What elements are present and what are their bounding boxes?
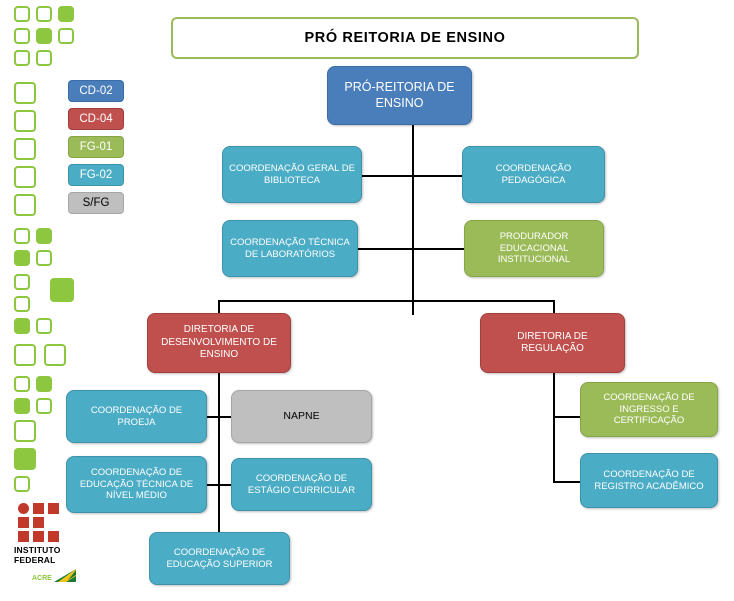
page-title: PRÓ REITORIA DE ENSINO	[171, 17, 639, 59]
node-label: PRÓ-REITORIA DE ENSINO	[344, 79, 455, 110]
node-label: COORDENAÇÃO DE EDUCAÇÃO TÉCNICA DE NÍVEL…	[79, 466, 194, 502]
legend-item-cd-04: CD-04	[68, 108, 124, 130]
logo-text-line1: INSTITUTO	[14, 545, 61, 555]
connector-row-2	[358, 248, 464, 250]
node-diretoria-de-desenvolvimento-de-ensino[interactable]: DIRETORIA DE DESENVOLVIMENTO DE ENSINO	[147, 313, 291, 373]
connector-right-ingresso	[553, 416, 581, 418]
connector-right-registro	[553, 481, 581, 483]
connector-left-spine	[218, 372, 220, 562]
node-coordenacao-tecnica-de-laboratorios[interactable]: COORDENAÇÃO TÉCNICA DE LABORATÓRIOS	[222, 220, 358, 277]
acre-flag-icon	[54, 569, 76, 582]
connector-directoria-left-drop	[218, 300, 220, 314]
node-label: COORDENAÇÃO GERAL DE BIBLIOTECA	[229, 162, 355, 186]
connector-row-1	[362, 175, 462, 177]
logo-state-label: ACRE	[32, 575, 52, 582]
node-coordenacao-de-educacao-tecnica-de-nivel-medio[interactable]: COORDENAÇÃO DE EDUCAÇÃO TÉCNICA DE NÍVEL…	[66, 456, 207, 513]
legend-label: CD-04	[79, 113, 113, 125]
node-coordenacao-de-educacao-superior[interactable]: COORDENAÇÃO DE EDUCAÇÃO SUPERIOR	[149, 532, 290, 585]
legend-item-s-fg: S/FG	[68, 192, 124, 214]
node-label: COORDENAÇÃO DE PROEJA	[90, 404, 183, 428]
node-label: NAPNE	[283, 409, 320, 422]
node-coordenacao-de-registro-academico[interactable]: COORDENAÇÃO DE REGISTRO ACADÊMICO	[580, 453, 718, 508]
legend-label: FG-02	[79, 169, 113, 181]
instituto-federal-logo: INSTITUTO FEDERAL ACRE	[10, 503, 90, 589]
node-napne[interactable]: NAPNE	[231, 390, 372, 443]
legend-label: FG-01	[79, 141, 113, 153]
node-label: DIRETORIA DE DESENVOLVIMENTO DE ENSINO	[161, 324, 277, 361]
connector-left-tecnica	[206, 484, 234, 486]
logo-text: INSTITUTO FEDERAL	[14, 545, 61, 565]
connector-directoria-right-drop	[553, 300, 555, 314]
connector-trunk-main	[412, 125, 414, 315]
node-pro-reitoria-de-ensino[interactable]: PRÓ-REITORIA DE ENSINO	[327, 66, 472, 125]
connector-right-spine	[553, 372, 555, 482]
legend-item-cd-02: CD-02	[68, 80, 124, 102]
node-label: COORDENAÇÃO DE EDUCAÇÃO SUPERIOR	[166, 546, 273, 570]
node-label: COORDENAÇÃO DE INGRESSO E CERTIFICAÇÃO	[603, 391, 695, 427]
legend-item-fg-01: FG-01	[68, 136, 124, 158]
logo-grid-icon	[18, 503, 62, 543]
logo-text-line2: FEDERAL	[14, 554, 56, 565]
node-coordenacao-de-proeja[interactable]: COORDENAÇÃO DE PROEJA	[66, 390, 207, 443]
node-coordenacao-de-estagio-curricular[interactable]: COORDENAÇÃO DE ESTÁGIO CURRICULAR	[231, 458, 372, 511]
node-label: DIRETORIA DE REGULAÇÃO	[517, 330, 588, 355]
node-label: COORDENAÇÃO PEDAGÓGICA	[495, 162, 572, 186]
legend-item-fg-02: FG-02	[68, 164, 124, 186]
legend-label: CD-02	[79, 85, 113, 97]
node-coordenacao-de-ingresso-e-certificacao[interactable]: COORDENAÇÃO DE INGRESSO E CERTIFICAÇÃO	[580, 382, 718, 437]
node-produrador-educacional-institucional[interactable]: PRODURADOR EDUCACIONAL INSTITUCIONAL	[464, 220, 604, 277]
node-label: COORDENAÇÃO DE REGISTRO ACADÊMICO	[594, 468, 704, 492]
node-label: COORDENAÇÃO TÉCNICA DE LABORATÓRIOS	[230, 236, 350, 260]
node-coordenacao-geral-de-biblioteca[interactable]: COORDENAÇÃO GERAL DE BIBLIOTECA	[222, 146, 362, 203]
node-label: PRODURADOR EDUCACIONAL INSTITUCIONAL	[497, 230, 571, 266]
node-label: COORDENAÇÃO DE ESTÁGIO CURRICULAR	[247, 472, 356, 496]
connector-directoria-split	[218, 300, 554, 302]
node-diretoria-de-regulacao[interactable]: DIRETORIA DE REGULAÇÃO	[480, 313, 625, 373]
node-coordenacao-pedagogica[interactable]: COORDENAÇÃO PEDAGÓGICA	[462, 146, 605, 203]
legend-label: S/FG	[82, 197, 110, 209]
connector-left-proeja	[206, 416, 234, 418]
